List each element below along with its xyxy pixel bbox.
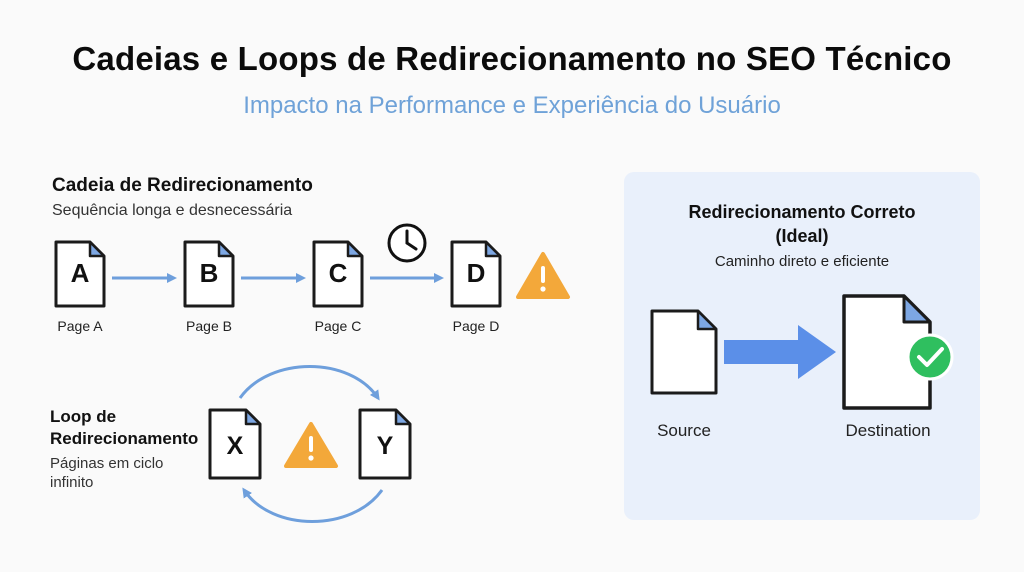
chain-page-a: A <box>52 238 108 310</box>
source-document-icon <box>650 309 718 395</box>
chain-page-b: B <box>181 238 237 310</box>
document-icon <box>183 240 235 308</box>
chain-page-c: C <box>310 238 366 310</box>
check-circle-icon <box>906 333 954 381</box>
ideal-title: Redirecionamento Correto (Ideal) <box>624 200 980 248</box>
loop-page-x: X <box>206 406 264 482</box>
chain-subtitle: Sequência longa e desnecessária <box>52 202 293 219</box>
warning-icon <box>284 422 338 468</box>
source-label: Source <box>657 421 711 440</box>
document-icon <box>358 408 412 480</box>
ideal-title-line2: (Ideal) <box>775 226 829 246</box>
loop-subtitle: Páginas em ciclo infinito <box>50 454 163 492</box>
loop-subtitle-line2: infinito <box>50 474 94 491</box>
loop-arrow-bottom <box>242 487 384 523</box>
page-label: Page C <box>314 318 362 334</box>
page-label: Page B <box>186 318 232 334</box>
page-letter: X <box>226 432 244 460</box>
document-icon <box>54 240 106 308</box>
loop-arrow-top <box>238 365 380 401</box>
page-title: Cadeias e Loops de Redirecionamento no S… <box>72 40 952 77</box>
ideal-title-line1: Redirecionamento Correto <box>688 202 916 222</box>
chain-page-d: D <box>448 238 504 310</box>
destination-label: Destination <box>845 421 931 440</box>
arrow-right-icon <box>724 325 836 379</box>
page-letter: B <box>199 258 219 288</box>
document-icon <box>450 240 502 308</box>
warning-icon <box>516 252 570 299</box>
loop-page-y: Y <box>356 406 414 482</box>
page-letter: A <box>70 258 90 288</box>
loop-title: Loop de Redirecionamento <box>50 406 198 450</box>
page-letter: D <box>466 258 486 288</box>
loop-title-line2: Redirecionamento <box>50 429 199 448</box>
page-letter: Y <box>376 432 394 460</box>
clock-icon <box>387 223 427 263</box>
loop-subtitle-line1: Páginas em ciclo <box>50 455 164 472</box>
document-icon <box>208 408 262 480</box>
ideal-subtitle: Caminho direto e eficiente <box>714 253 890 270</box>
document-icon <box>312 240 364 308</box>
loop-title-line1: Loop de <box>50 407 117 426</box>
page-subtitle: Impacto na Performance e Experiência do … <box>243 92 781 119</box>
page-letter: C <box>328 258 348 288</box>
page-label: Page A <box>57 318 103 334</box>
page-label: Page D <box>452 318 500 334</box>
chain-title: Cadeia de Redirecionamento <box>52 175 313 196</box>
